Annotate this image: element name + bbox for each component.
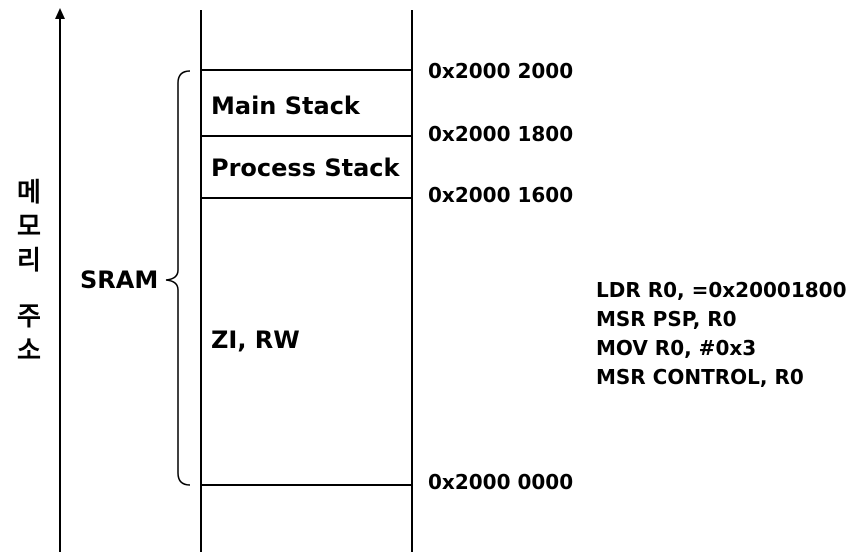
main-stack-label: Main Stack	[211, 92, 360, 120]
process-stack-label: Process Stack	[211, 154, 400, 182]
address-top: 0x2000 2000	[428, 59, 574, 83]
axis-label-char: 주	[17, 302, 41, 332]
axis-label-char: 메	[17, 178, 41, 208]
code-line: MSR PSP, R0	[596, 307, 737, 331]
code-line: LDR R0, =0x20001800	[596, 278, 847, 302]
address-axis-arrowhead	[55, 8, 65, 19]
address-bottom: 0x2000 0000	[428, 470, 574, 494]
zi-rw-label: ZI, RW	[211, 326, 300, 354]
sram-label: SRAM	[80, 266, 159, 294]
sram-brace	[165, 70, 191, 486]
code-block: LDR R0, =0x20001800 MSR PSP, R0 MOV R0, …	[596, 276, 847, 392]
address-main-process-boundary: 0x2000 1800	[428, 122, 574, 146]
address-process-zirw-boundary: 0x2000 1600	[428, 183, 574, 207]
axis-label-char: 리	[17, 246, 41, 276]
axis-label-char: 모	[17, 212, 41, 242]
code-line: MOV R0, #0x3	[596, 336, 757, 360]
axis-label-char: 소	[17, 336, 41, 366]
code-line: MSR CONTROL, R0	[596, 365, 804, 389]
